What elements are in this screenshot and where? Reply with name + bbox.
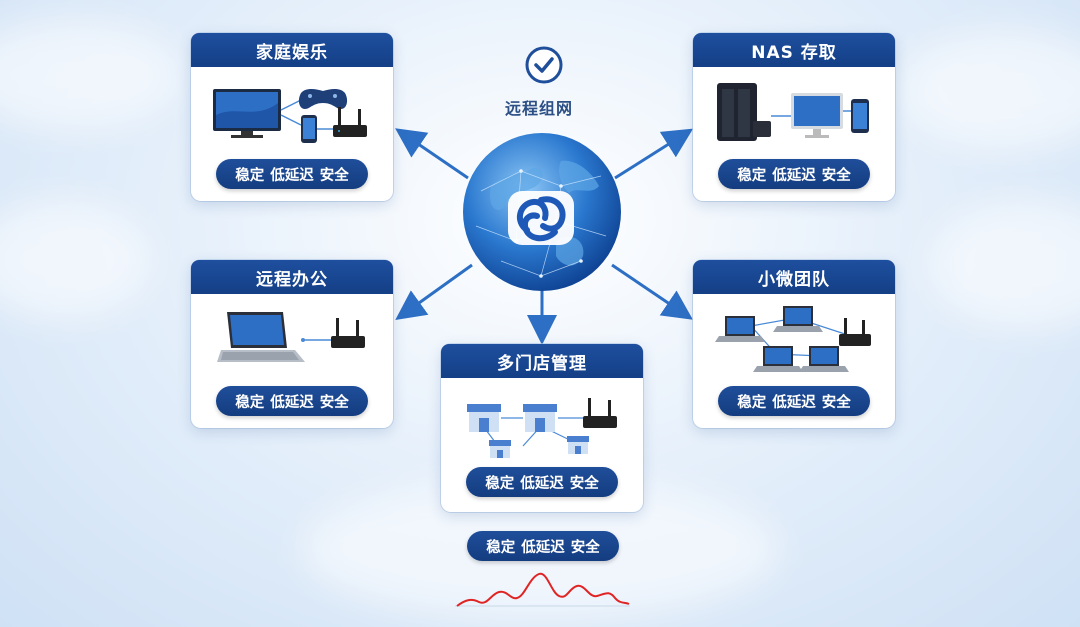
card-remote-office: 远程办公 稳定 低延迟 安全 xyxy=(191,260,393,428)
office-devices-illustration xyxy=(217,312,365,362)
card-title: 家庭娱乐 xyxy=(191,33,393,67)
card-home-entertainment: 家庭娱乐 稳定 低延迟 安全 xyxy=(191,33,393,201)
nas-server-icon xyxy=(717,83,771,141)
store-icon xyxy=(523,404,557,432)
card-title: NAS 存取 xyxy=(693,33,895,67)
nas-devices-illustration xyxy=(717,83,869,141)
arrow-to-home xyxy=(395,128,469,180)
background-cloud xyxy=(930,200,1080,330)
interlocked-logo-icon xyxy=(505,188,577,248)
tag-pill: 稳定 低延迟 安全 xyxy=(216,159,368,189)
background-cloud xyxy=(0,200,150,320)
laptop-icon xyxy=(217,312,305,362)
bottom-tag-pill: 稳定 低延迟 安全 xyxy=(467,531,619,561)
laptop-icon xyxy=(715,316,765,342)
card-multi-store: 多门店管理 xyxy=(441,344,643,512)
home-devices-illustration xyxy=(213,89,367,143)
store-icon xyxy=(567,436,589,454)
laptop-icon xyxy=(753,346,803,372)
phone-icon xyxy=(301,115,317,143)
router-icon xyxy=(331,318,365,348)
tag-pill: 稳定 低延迟 安全 xyxy=(718,386,870,416)
card-small-team: 小微团队 稳定 低延迟 安全 xyxy=(693,260,895,428)
tag-pill: 稳定 低延迟 安全 xyxy=(466,467,618,497)
card-nas-access: NAS 存取 稳定 低延迟 安全 xyxy=(693,33,895,201)
signal-waveform xyxy=(455,572,630,607)
laptop-icon xyxy=(773,306,823,332)
gamepad-icon xyxy=(298,89,348,109)
check-circle-icon xyxy=(524,45,564,85)
team-devices-illustration xyxy=(715,306,871,372)
tv-icon xyxy=(213,89,281,138)
store-devices-illustration xyxy=(467,398,617,458)
card-title: 多门店管理 xyxy=(441,344,643,378)
store-icon xyxy=(489,440,511,458)
background-cloud xyxy=(900,30,1080,150)
laptop-icon xyxy=(799,346,849,372)
router-icon xyxy=(333,107,367,137)
router-icon xyxy=(583,398,617,428)
background-cloud xyxy=(0,20,180,130)
arrow-to-team xyxy=(611,263,693,320)
tag-pill: 稳定 低延迟 安全 xyxy=(718,159,870,189)
card-title: 小微团队 xyxy=(693,260,895,294)
phone-icon xyxy=(851,99,869,133)
center-label: 远程组网 xyxy=(505,99,574,118)
router-icon xyxy=(839,318,871,346)
card-title: 远程办公 xyxy=(191,260,393,294)
store-icon xyxy=(467,404,501,432)
tag-pill: 稳定 低延迟 安全 xyxy=(216,386,368,416)
monitor-icon xyxy=(791,93,843,138)
arrow-to-office xyxy=(395,263,473,320)
arrow-to-nas xyxy=(614,128,694,180)
